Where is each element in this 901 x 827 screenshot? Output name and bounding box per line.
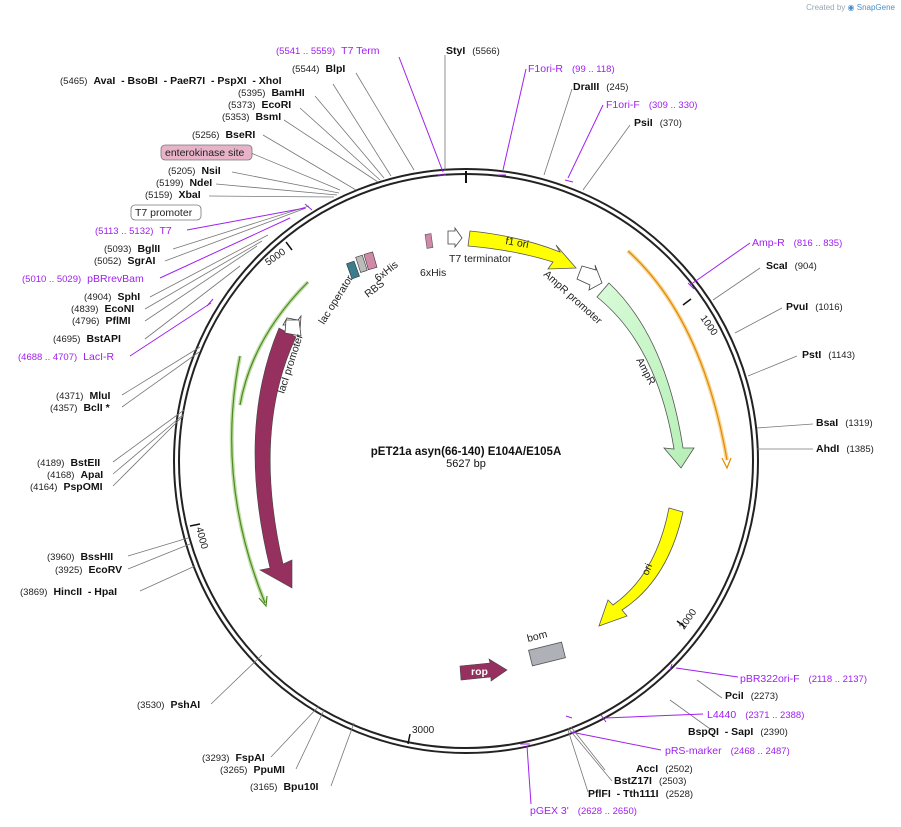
tick-3000: 3000 <box>412 725 435 736</box>
rbs-box[interactable] <box>355 254 368 273</box>
lac-operator-box[interactable] <box>346 260 360 280</box>
lac-operator-label: lac operator <box>316 273 356 327</box>
enterokinase-label: enterokinase site <box>165 147 245 159</box>
enzyme-bstz17i[interactable]: BstZ17I(2503) <box>614 775 686 787</box>
enzyme-pspomi[interactable]: (4164)PspOMI <box>30 481 103 493</box>
primer-pbr322ori-f[interactable]: pBR322ori-F(2118 .. 2137) <box>740 673 867 685</box>
ori-label: ori <box>640 562 655 577</box>
laci-arrow[interactable] <box>254 327 297 589</box>
enzyme-bcli[interactable]: (4357)BclI * <box>50 402 111 414</box>
enzyme-pshai[interactable]: (3530)PshAI <box>137 699 200 711</box>
enzyme-bsshii[interactable]: (3960)BssHII <box>47 551 113 563</box>
primer-t7[interactable]: (5113 .. 5132)T7 <box>95 225 172 237</box>
bom-box[interactable] <box>528 641 566 667</box>
primer-laci-r[interactable]: (4688 .. 4707)LacI-R <box>18 351 114 363</box>
enzyme-bsteii[interactable]: (4189)BstEII <box>37 457 100 469</box>
primer-f1ori-r[interactable]: F1ori-R(99 .. 118) <box>528 63 615 75</box>
enzyme-draiii[interactable]: DraIII(245) <box>573 81 628 93</box>
t7-promoter-box[interactable] <box>130 204 202 221</box>
enzyme-leaders <box>112 55 814 793</box>
primer-t7-term[interactable]: (5541 .. 5559)T7 Term <box>276 45 380 57</box>
primer-l4440[interactable]: L4440(2371 .. 2388) <box>707 709 804 721</box>
his-tag-1-label: 6xHis <box>372 259 400 285</box>
enzyme-mlui[interactable]: (4371)MluI <box>56 390 111 402</box>
enzyme-fspai[interactable]: (3293)FspAI <box>202 752 265 764</box>
laci-label: lacI <box>243 449 255 465</box>
his-tag-1[interactable] <box>363 251 378 271</box>
enzyme-xbai[interactable]: (5159)XbaI <box>145 189 201 201</box>
tick-1000: 1000 <box>698 313 720 338</box>
t7-terminator-arrow[interactable] <box>447 226 463 249</box>
enzyme-hincii-group[interactable]: (3869)HincII - HpaI <box>20 586 117 598</box>
plasmid-name: pET21a asyn(66-140) E104A/E105A <box>371 446 562 458</box>
enzyme-ecori[interactable]: (5373)EcoRI <box>228 99 291 111</box>
his-tag-2[interactable] <box>424 233 434 249</box>
enzyme-nsii[interactable]: (5205)NsiI <box>168 165 221 177</box>
enzyme-sgrai[interactable]: (5052)SgrAI <box>94 255 156 267</box>
credit-brand: SnapGene <box>856 3 895 12</box>
plasmid-size: 5627 bp <box>446 458 486 470</box>
primer-leaders <box>129 56 751 805</box>
enzyme-bsmi[interactable]: (5353)BsmI <box>222 111 281 123</box>
f1-ori-arrow[interactable] <box>467 230 577 270</box>
enzyme-labels: StyI(5566) (5544)BlpI (5465)AvaI - BsoBI… <box>20 45 874 800</box>
ori-arrow[interactable] <box>598 507 684 627</box>
tick-5000: 5000 <box>263 246 288 268</box>
enzyme-bspqi-group[interactable]: BspQI - SapI(2390) <box>688 726 788 738</box>
enzyme-psti[interactable]: PstI(1143) <box>802 349 855 361</box>
enzyme-sphi[interactable]: (4904)SphI <box>84 291 140 303</box>
enzyme-ndei[interactable]: (5199)NdeI <box>156 177 212 189</box>
enzyme-bglii[interactable]: (5093)BglII <box>104 243 160 255</box>
enterokinase-box[interactable] <box>160 144 253 161</box>
snapgene-credit: Created by ◉ SnapGene <box>806 3 895 12</box>
enzyme-bseri[interactable]: (5256)BseRI <box>192 129 255 141</box>
primer-pgex-3[interactable]: pGEX 3'(2628 .. 2650) <box>530 805 637 817</box>
enzyme-blpi[interactable]: (5544)BlpI <box>292 63 345 75</box>
enzyme-ppumi[interactable]: (3265)PpuMI <box>220 764 285 776</box>
enzyme-pcii[interactable]: PciI(2273) <box>725 690 778 702</box>
t7-terminator-label: T7 terminator <box>449 253 512 265</box>
enzyme-bamhi[interactable]: (5395)BamHI <box>238 87 305 99</box>
primer-f1ori-f[interactable]: F1ori-F(309 .. 330) <box>606 99 697 111</box>
enzyme-pvui[interactable]: PvuI(1016) <box>786 301 843 313</box>
enzyme-apai[interactable]: (4168)ApaI <box>47 469 103 481</box>
snapgene-logo-icon: ◉ <box>847 3 855 12</box>
enzyme-acci[interactable]: AccI(2502) <box>636 763 693 775</box>
enzyme-scai[interactable]: ScaI(904) <box>766 260 817 272</box>
f1-ori-label: f1 ori <box>504 235 529 251</box>
primer-prs-marker[interactable]: pRS-marker(2468 .. 2487) <box>665 745 790 757</box>
enzyme-avai-group[interactable]: (5465)AvaI - BsoBI - PaeR7I - PspXI - Xh… <box>60 75 282 87</box>
rop-arrow[interactable] <box>459 658 508 682</box>
enzyme-bsai[interactable]: BsaI(1319) <box>816 417 873 429</box>
enzyme-styi[interactable]: StyI(5566) <box>446 45 500 57</box>
boxed-labels: enterokinase site T7 promoter <box>130 144 253 221</box>
tick-2000: 2000 <box>677 607 699 632</box>
primer-amp-r[interactable]: Amp-R(816 .. 835) <box>752 237 842 249</box>
enzyme-psii[interactable]: PsiI(370) <box>634 117 682 129</box>
bom-label: bom <box>526 628 549 645</box>
backbone-outer <box>173 168 759 754</box>
enzyme-ecorv[interactable]: (3925)EcoRV <box>55 564 122 576</box>
ampr-promoter-arrow[interactable] <box>576 264 603 291</box>
rop-label: rop <box>471 666 488 678</box>
enzyme-bstapi[interactable]: (4695)BstAPI <box>53 333 121 345</box>
primer-pbrrevbam[interactable]: (5010 .. 5029)pBRrevBam <box>22 273 144 285</box>
tick-4000: 4000 <box>193 526 209 551</box>
enzyme-pflmi[interactable]: (4796)PflMI <box>72 315 131 327</box>
enzyme-ahdi[interactable]: AhdI(1385) <box>816 443 874 455</box>
enzyme-pflfi-group[interactable]: PflFI - Tth111I(2528) <box>588 788 693 800</box>
enzyme-bpu10i[interactable]: (3165)Bpu10I <box>250 781 319 793</box>
primer-labels: (5541 .. 5559)T7 Term F1ori-R(99 .. 118)… <box>18 45 867 817</box>
ampr-arrow[interactable] <box>596 282 695 469</box>
credit-prefix: Created by <box>806 3 846 12</box>
enzyme-econi[interactable]: (4839)EcoNI <box>71 303 134 315</box>
his-tag-2-label: 6xHis <box>420 267 446 279</box>
t7-promoter-label: T7 promoter <box>135 207 193 219</box>
